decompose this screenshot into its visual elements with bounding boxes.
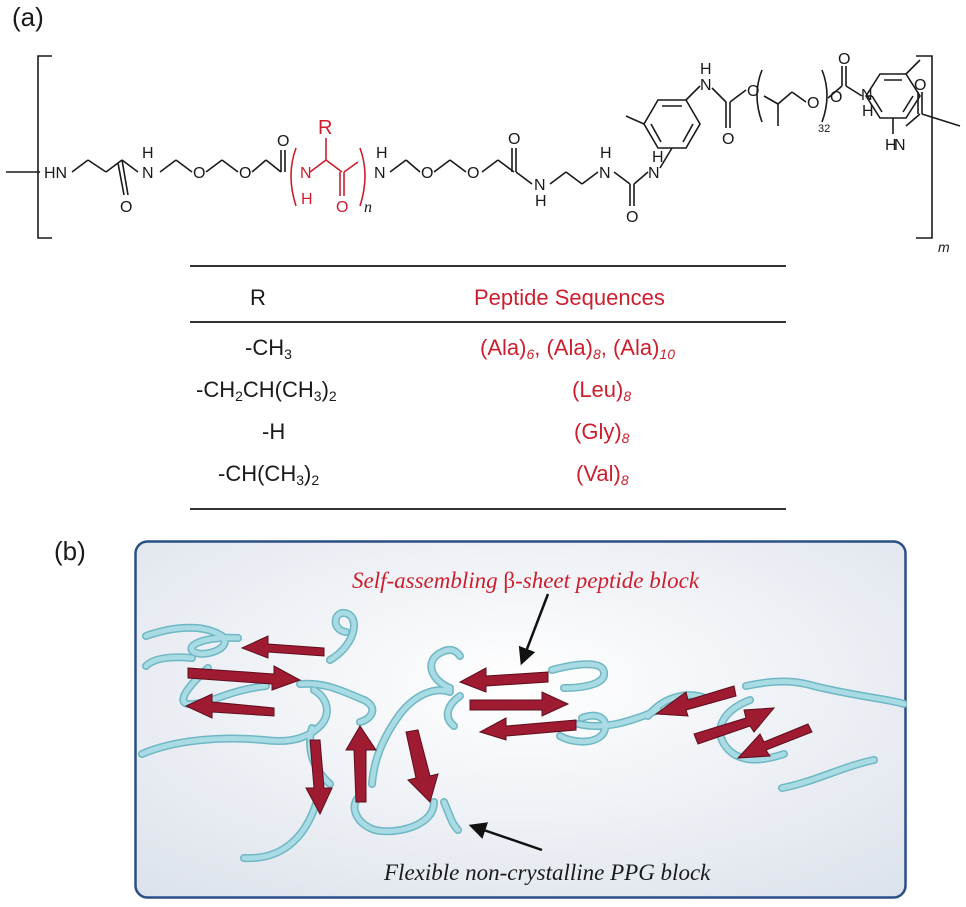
repeat-subscript-m: m bbox=[938, 239, 950, 255]
table-header-r: R bbox=[250, 285, 266, 310]
beta-strand-arrow bbox=[469, 691, 570, 717]
atom-o: O bbox=[838, 51, 850, 68]
beta-strand-arrow bbox=[458, 667, 549, 693]
beta-strand-arrow bbox=[736, 723, 813, 759]
beta-strand-arrow bbox=[184, 693, 275, 719]
table-row-r: -H bbox=[262, 419, 286, 444]
peptide-repeat-bonds bbox=[290, 138, 366, 207]
atom-h: H bbox=[535, 193, 547, 210]
atom-h: H bbox=[700, 61, 712, 78]
atom-hn: HN bbox=[44, 165, 67, 182]
beta-strand-arrow bbox=[405, 729, 439, 803]
self-assembly-diagram: Self-assembling β-sheet peptide block Fl… bbox=[134, 540, 907, 899]
atom-h: H bbox=[862, 103, 874, 120]
atom-n: N bbox=[142, 165, 154, 182]
structure-bonds bbox=[6, 55, 961, 239]
beta-strands bbox=[184, 635, 813, 816]
peptide-block-caption: Self-assembling β-sheet peptide block bbox=[352, 568, 700, 593]
table-row-r: -CH2CH(CH3)2 bbox=[196, 377, 337, 404]
atom-h: H bbox=[142, 145, 154, 162]
atom-o: O bbox=[277, 133, 289, 150]
atom-n: N bbox=[894, 137, 906, 154]
diagram-frame bbox=[134, 540, 907, 899]
peptide-block-pointer bbox=[518, 593, 550, 666]
atom-n: N bbox=[300, 165, 312, 182]
table-row-r: -CH(CH3)2 bbox=[218, 461, 320, 488]
table-row-seq: (Ala)6, (Ala)8, (Ala)10 bbox=[480, 335, 675, 362]
atom-o: O bbox=[807, 95, 819, 112]
beta-strand-arrow bbox=[478, 717, 577, 741]
atom-h: H bbox=[600, 145, 612, 162]
atom-o: O bbox=[239, 165, 251, 182]
atom-o: O bbox=[722, 131, 734, 148]
table-row-seq: (Val)8 bbox=[576, 461, 629, 488]
table-row-seq: (Gly)8 bbox=[574, 419, 630, 446]
beta-strand-arrow bbox=[305, 739, 333, 816]
atom-r: R bbox=[318, 117, 332, 139]
atom-n: N bbox=[700, 77, 712, 94]
ppg-block-pointer bbox=[468, 822, 543, 852]
polymer-structure: HN H N O O O O H N O O O N H H N O N H H… bbox=[6, 51, 961, 255]
atom-o: O bbox=[421, 165, 433, 182]
table-header-rule bbox=[190, 321, 786, 323]
atom-h: H bbox=[301, 191, 313, 208]
beta-strand-arrow bbox=[693, 707, 776, 745]
atom-n: N bbox=[648, 165, 660, 182]
beta-strand-arrow bbox=[654, 685, 737, 717]
table-row-seq: (Leu)8 bbox=[572, 377, 632, 404]
atom-o: O bbox=[336, 199, 348, 216]
atom-o: O bbox=[626, 209, 638, 226]
atom-h: H bbox=[885, 137, 897, 154]
atom-o: O bbox=[120, 199, 132, 216]
ppg-subscript: 32 bbox=[818, 123, 830, 135]
atom-n: N bbox=[599, 165, 611, 182]
atom-o: O bbox=[467, 165, 479, 182]
table-row-r: -CH3 bbox=[245, 335, 292, 362]
table-header-seq: Peptide Sequences bbox=[474, 285, 665, 310]
structure-atoms: HN H N O O O O H N O O O N H H N O N H H… bbox=[44, 51, 950, 255]
atom-o: O bbox=[747, 83, 759, 100]
beta-strand-arrow bbox=[240, 635, 325, 659]
repeat-subscript-n: n bbox=[364, 199, 372, 216]
table-bottom-rule bbox=[190, 508, 786, 510]
panel-b-label: (b) bbox=[54, 536, 86, 566]
atom-o: O bbox=[830, 89, 842, 106]
beta-strand-arrow bbox=[187, 665, 302, 691]
atom-n: N bbox=[374, 165, 386, 182]
table-top-rule bbox=[190, 265, 786, 267]
peptide-atoms: R N H O n bbox=[300, 117, 372, 216]
atom-o: O bbox=[193, 165, 205, 182]
atom-o: O bbox=[508, 131, 520, 148]
beta-strand-arrow bbox=[345, 725, 377, 803]
ppg-block-caption: Flexible non-crystalline PPG block bbox=[383, 860, 711, 885]
atom-n: N bbox=[534, 177, 546, 194]
atom-h: H bbox=[376, 145, 388, 162]
atom-n: N bbox=[861, 87, 873, 104]
atom-o: O bbox=[914, 77, 926, 94]
panel-a-label: (a) bbox=[12, 2, 44, 32]
atom-h: H bbox=[652, 149, 664, 166]
